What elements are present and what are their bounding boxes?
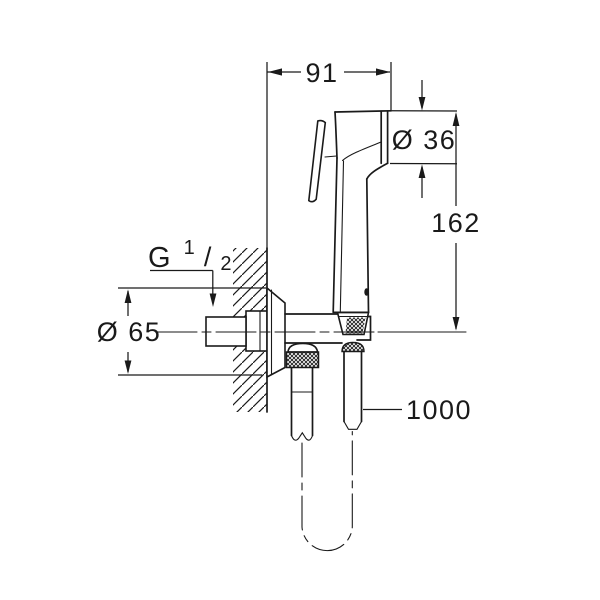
outlet-knurl-nut	[285, 351, 320, 369]
dim-height-label: 162	[431, 208, 481, 238]
handle-left-edge	[332, 157, 338, 313]
arrow-left	[268, 68, 282, 76]
dimension-height-162: 162	[431, 112, 481, 331]
label-hose-length: 1000	[363, 395, 472, 425]
holder-body	[284, 311, 372, 369]
dimension-flange-diameter: Ø 65	[97, 287, 266, 376]
hose-length-label: 1000	[406, 395, 472, 425]
head-left-edge	[334, 111, 338, 159]
arrow-bottom	[452, 317, 460, 331]
arrow-bottom	[124, 360, 132, 374]
dimension-width-91: 91	[266, 58, 392, 250]
dim-head-diameter-label: Ø 36	[392, 125, 457, 155]
arrow-top	[452, 112, 460, 126]
supply-connection	[205, 310, 268, 352]
label-thread-size: G 1 / 2	[148, 229, 233, 307]
leader-arrow	[209, 293, 217, 307]
arrow-bottom	[418, 164, 426, 178]
head-top-edge	[334, 109, 392, 113]
dim-flange-diameter-label: Ø 65	[97, 317, 162, 347]
union-nut	[245, 310, 268, 352]
thread-prefix: G	[148, 242, 172, 274]
hand-spray	[307, 109, 392, 314]
outlet-dome	[287, 342, 319, 353]
cone-nut-knurling	[345, 317, 366, 334]
hose-ferrule-dome	[341, 341, 365, 353]
dimension-head-diameter: Ø 36	[389, 80, 458, 198]
hose-right-tip	[343, 420, 363, 430]
arrow-top	[124, 289, 132, 303]
head-underside-curve	[365, 162, 389, 180]
head-neck-contour	[341, 141, 382, 162]
trigger-link-line	[324, 155, 338, 158]
dim-width-label: 91	[305, 58, 338, 88]
thread-numerator: 1	[184, 237, 197, 259]
handle-grip-line	[339, 160, 345, 313]
trigger-lever	[307, 119, 327, 203]
hose-loop-dashed	[301, 430, 353, 552]
thread-slash: /	[204, 242, 213, 272]
thread-denominator: 2	[220, 253, 233, 275]
thread-size-label: G 1 / 2	[148, 229, 233, 275]
hose-left-break	[290, 431, 314, 441]
arrow-right	[376, 68, 390, 76]
holder-right-edge	[356, 315, 372, 341]
handle-detail-notch	[364, 288, 369, 296]
arrow-top	[418, 97, 426, 111]
shower-hose	[290, 350, 363, 552]
